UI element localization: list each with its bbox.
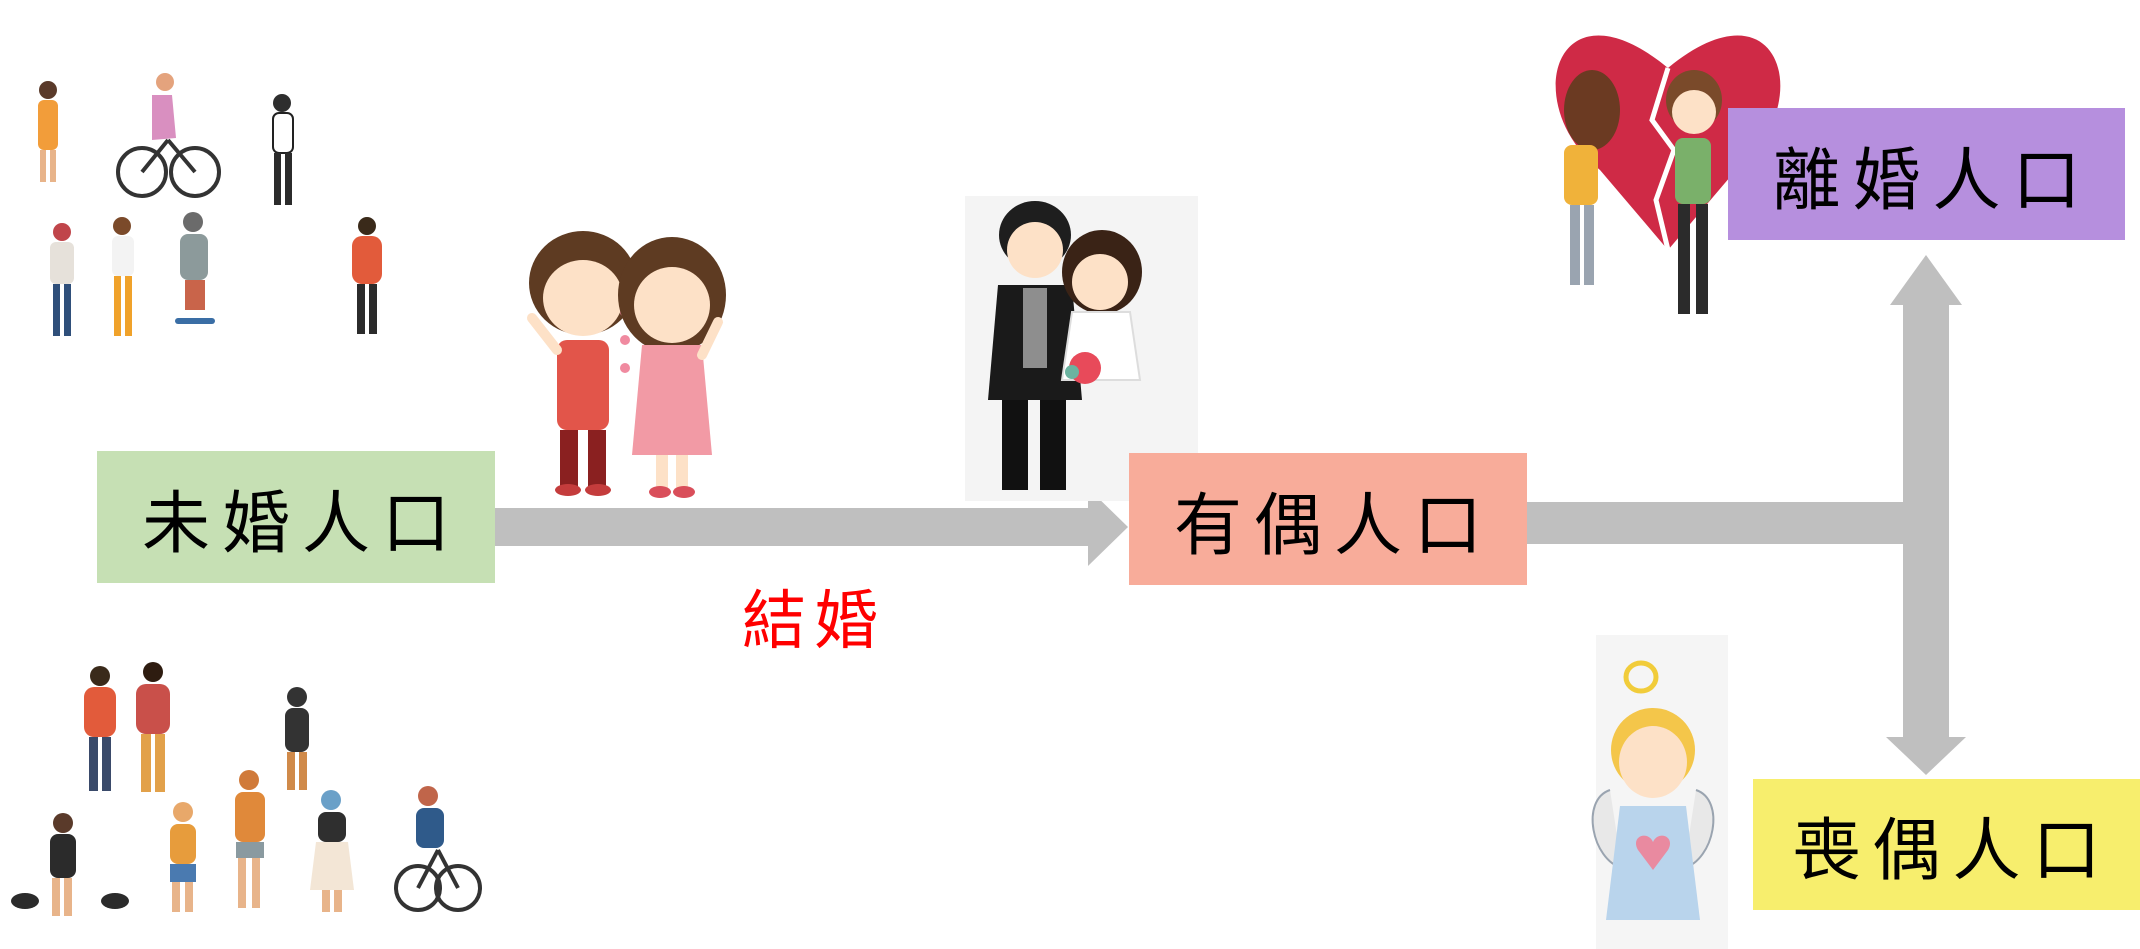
person-icon <box>285 687 309 790</box>
cyclist-icon <box>116 73 221 198</box>
married-branch-connector <box>1527 300 1949 740</box>
divorce-arrow <box>1890 255 1962 305</box>
marriage-arrow <box>495 488 1128 566</box>
boy-icon <box>527 231 637 496</box>
marriage-edge-label: 結婚 <box>742 585 886 659</box>
widowed-population-label: 喪偶人口 <box>1792 812 2113 891</box>
bride-icon <box>1060 230 1142 384</box>
single-population-label: 未婚人口 <box>141 484 462 564</box>
groom-icon <box>988 201 1082 490</box>
cyclist-icon <box>394 786 482 912</box>
person-icon <box>50 223 74 336</box>
crowd-of-people-illustration <box>11 662 482 916</box>
person-icon <box>170 802 196 912</box>
skateboarder-icon <box>175 212 215 324</box>
married-population-node: 有偶人口 <box>1129 453 1527 585</box>
person-icon <box>84 666 116 791</box>
angel-illustration <box>1591 635 1728 949</box>
widowed-population-node: 喪偶人口 <box>1753 779 2140 910</box>
girl-icon <box>618 237 726 498</box>
divorced-population-label: 離婚人口 <box>1772 141 2093 221</box>
person-icon <box>38 81 58 182</box>
person-icon <box>112 217 134 336</box>
bride-and-groom-illustration <box>965 196 1198 501</box>
married-population-label: 有偶人口 <box>1173 486 1494 566</box>
widowhood-arrow <box>1886 737 1966 775</box>
divorced-population-node: 離婚人口 <box>1728 108 2125 240</box>
person-icon <box>352 217 382 334</box>
person-icon <box>136 662 170 792</box>
dog-walker-icon <box>11 813 129 916</box>
sad-boy-icon <box>1666 70 1722 314</box>
single-population-node: 未婚人口 <box>97 451 495 583</box>
person-icon <box>310 790 354 912</box>
happy-couple-illustration <box>527 231 726 498</box>
broken-heart-couple-illustration <box>1555 35 1781 314</box>
person-icon <box>235 770 265 908</box>
crowd-of-people-illustration <box>38 73 382 336</box>
person-icon <box>272 94 294 205</box>
sad-girl-icon <box>1564 70 1620 285</box>
